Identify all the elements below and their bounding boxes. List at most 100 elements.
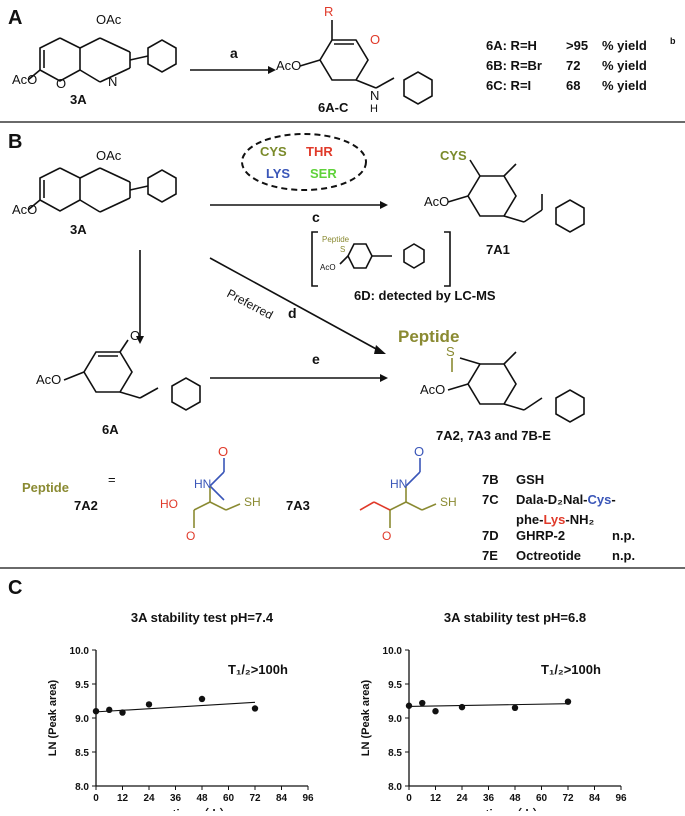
x-tick-label: 0	[406, 793, 412, 804]
data-point	[198, 695, 206, 703]
structure-7a3-o2: O	[382, 529, 391, 543]
y-tick-label: 8.0	[75, 782, 89, 793]
x-tick-label: 96	[302, 793, 314, 804]
product-7a2-aco: AcO	[420, 382, 445, 397]
data-point	[511, 704, 519, 711]
product-7a1-cys: CYS	[440, 148, 467, 163]
peptide-7e-id: 7E	[482, 548, 498, 563]
x-tick-label: 96	[615, 793, 627, 804]
chart-title: 3A stability test pH=7.4	[131, 610, 274, 625]
peptide-list: 7B GSH 7C Dala-D₂Nal-Cys- phe-Lys-NH₂ 7D…	[482, 472, 635, 563]
panel-a-label: A	[8, 7, 22, 29]
intermediate-peptide: Peptide	[322, 235, 350, 244]
amino-acid-lys: LYS	[266, 166, 290, 181]
x-tick-label: 36	[170, 793, 182, 804]
peptide-7c-id: 7C	[482, 492, 499, 507]
enone-6a-structure	[63, 339, 201, 411]
reactant-b-3a-label: 3A	[70, 222, 87, 237]
trend-line	[408, 703, 569, 707]
yield-6a-value: >95	[566, 38, 588, 53]
structure-7a2-ho: HO	[160, 497, 178, 511]
arrow-c-label: c	[312, 209, 320, 225]
y-tick-label: 10.0	[383, 646, 403, 657]
yield-6c-unit: % yield	[602, 78, 647, 93]
reactant-3a-label: 3A	[70, 92, 87, 107]
yield-6a-unit: % yield	[602, 38, 647, 53]
arrow-down-head	[136, 336, 144, 344]
y-axis-label: LN (Peak area)	[360, 679, 372, 756]
data-point	[564, 698, 572, 705]
x-tick-label: 72	[249, 793, 261, 804]
reactant-b-oac: OAc	[96, 148, 122, 163]
arrow-a-head	[268, 66, 276, 74]
peptide-word: Peptide	[22, 480, 69, 495]
x-axis-label: time（ h）	[172, 806, 231, 811]
x-tick-label: 48	[196, 793, 208, 804]
x-tick-label: 84	[276, 793, 288, 804]
product-6ac-label: 6A-C	[318, 100, 349, 115]
amino-acid-thr: THR	[306, 144, 333, 159]
intermediate-aco: AcO	[320, 263, 336, 272]
reactant-b-aco: AcO	[12, 202, 37, 217]
x-tick-label: 84	[589, 793, 601, 804]
x-tick-label: 36	[483, 793, 495, 804]
arrow-d	[209, 257, 379, 351]
structure-7a2-o2: O	[186, 529, 195, 543]
product-aco: AcO	[276, 58, 301, 73]
product-7a1-aco: AcO	[424, 194, 449, 209]
x-tick-label: 72	[562, 793, 574, 804]
product-7a2-label: 7A2, 7A3 and 7B-E	[436, 428, 551, 443]
intermediate-6d-label: 6D: detected by LC-MS	[354, 288, 496, 303]
data-point	[432, 708, 439, 715]
reactant-3a-b-structure	[27, 167, 177, 213]
peptide-7c-line2: phe-Lys-NH₂	[516, 512, 594, 527]
reactant-ring-o: O	[56, 76, 66, 91]
data-point	[251, 705, 259, 712]
data-point	[106, 706, 113, 714]
trend-line	[95, 701, 256, 713]
structure-7a2-hn: HN	[194, 477, 211, 491]
amino-acid-ellipse	[241, 133, 367, 191]
arrow-d-preferred: Preferred	[225, 286, 276, 322]
product-7a2-structure	[447, 351, 585, 423]
peptide-7e-name: Octreotide	[516, 548, 581, 563]
product-7a1-label: 7A1	[486, 242, 510, 257]
half-life-annotation: T₁/₂>100h	[541, 662, 601, 677]
y-tick-label: 8.5	[388, 748, 402, 759]
y-tick-label: 9.5	[75, 680, 89, 691]
reactant-ring-n: N	[108, 74, 117, 89]
half-life-annotation: T₁/₂>100h	[228, 662, 288, 677]
peptide-7d-id: 7D	[482, 528, 499, 543]
x-tick-label: 12	[117, 793, 129, 804]
label-7a2: 7A2	[74, 498, 98, 513]
arrow-e-head	[380, 374, 388, 382]
structure-7a3-sh: SH	[440, 495, 457, 509]
yield-6b-name: 6B: R=Br	[486, 58, 542, 73]
product-6ac-structure	[299, 20, 433, 105]
yield-table: 6A: R=H >95 % yield b 6B: R=Br 72 % yiel…	[486, 36, 676, 93]
amino-acid-ser: SER	[310, 166, 337, 181]
x-tick-label: 48	[509, 793, 521, 804]
reactant-oac: OAc	[96, 12, 122, 27]
x-tick-label: 60	[536, 793, 548, 804]
yield-6a-footnote: b	[670, 36, 676, 46]
peptide-equals: =	[108, 472, 116, 487]
label-7a3: 7A3	[286, 498, 310, 513]
arrow-a-label: a	[230, 45, 238, 61]
product-peptide: Peptide	[398, 327, 459, 346]
structure-7a3-hn: HN	[390, 477, 407, 491]
enone-6a-label: 6A	[102, 422, 119, 437]
yield-6b-unit: % yield	[602, 58, 647, 73]
structure-7a3-o: O	[414, 444, 424, 459]
data-point	[92, 708, 100, 715]
peptide-7b-name: GSH	[516, 472, 544, 487]
peptide-7d-note: n.p.	[612, 528, 635, 543]
product-7a1-structure	[447, 159, 585, 233]
data-point	[419, 699, 426, 707]
yield-6c-name: 6C: R=I	[486, 78, 531, 93]
data-point	[119, 709, 126, 716]
intermediate-6d	[311, 231, 451, 287]
product-nh-n: N	[370, 88, 379, 103]
data-point	[145, 701, 153, 708]
